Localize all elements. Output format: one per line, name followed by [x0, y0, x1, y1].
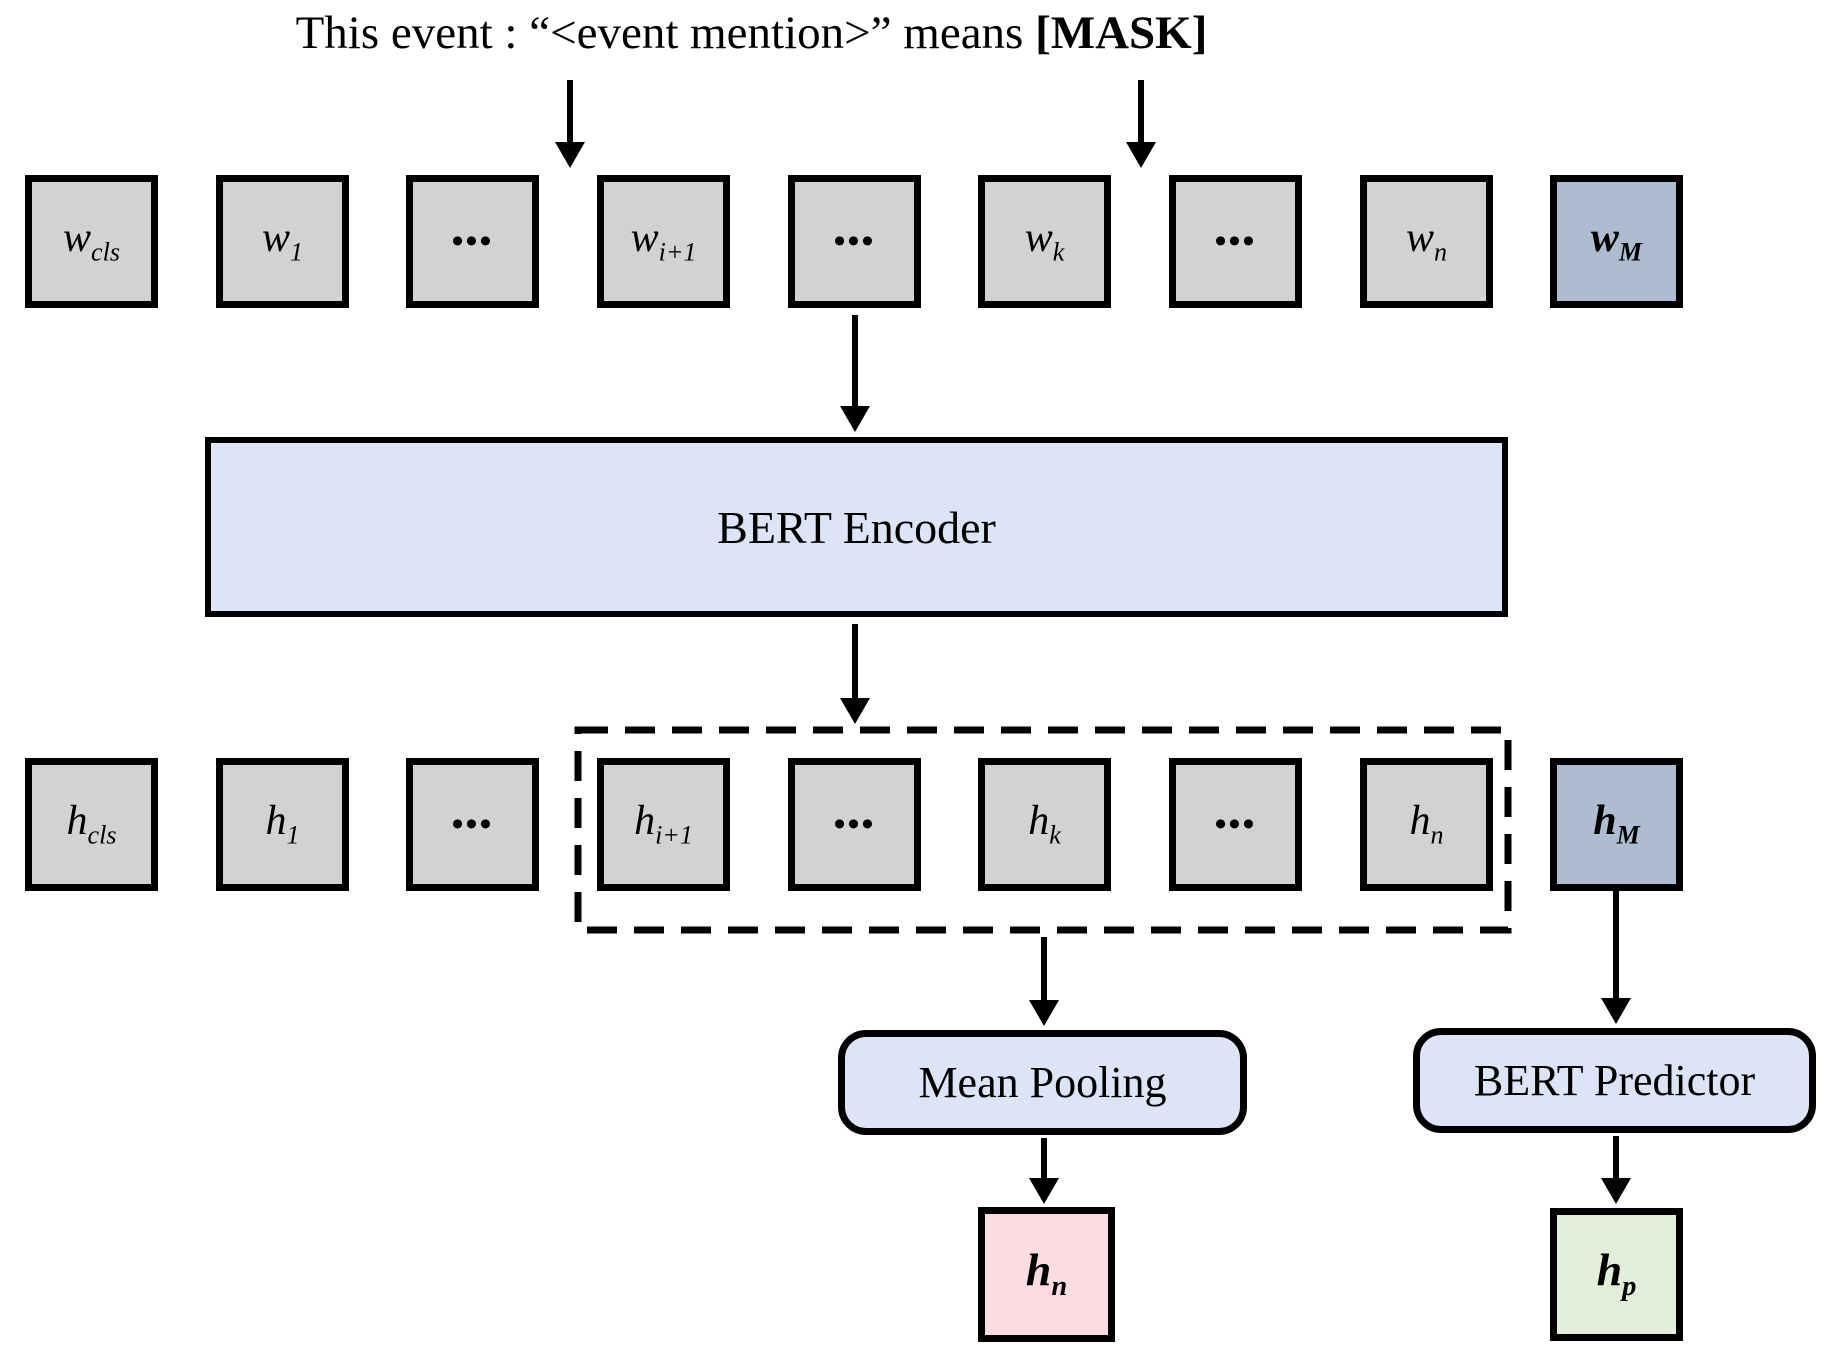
hidden-token-hi1: hi+1 [597, 758, 730, 891]
token-label: hi+1 [634, 800, 693, 848]
arrow-span-to-pooling [1029, 937, 1059, 1026]
arrow-prompt-to-mention-end [1126, 80, 1156, 168]
pooled-output-box: hn [978, 1207, 1115, 1342]
token-label: wk [1025, 217, 1065, 265]
hidden-token-h1: h1 [216, 758, 349, 891]
input-token-wi1: wi+1 [597, 175, 730, 308]
input-token-wcls: wcls [25, 175, 158, 308]
bert-encoder-box: BERT Encoder [205, 437, 1508, 617]
hidden-ellipsis-3: ••• [1169, 758, 1302, 891]
mean-pooling-box: Mean Pooling [838, 1030, 1247, 1135]
token-label: hM [1593, 800, 1640, 848]
hidden-token-hcls: hcls [25, 758, 158, 891]
token-subscript: i+1 [655, 820, 693, 850]
token-label: wi+1 [631, 217, 697, 265]
token-symbol: w [630, 215, 659, 262]
bert-encoder-label: BERT Encoder [717, 501, 996, 553]
token-subscript: i+1 [658, 237, 697, 267]
token-label: wn [1406, 217, 1447, 265]
token-label: hcls [67, 800, 117, 848]
token-label: hp [1597, 1247, 1637, 1302]
predicted-output-box: hp [1550, 1208, 1683, 1341]
arrow-prompt-to-mention-start [555, 80, 585, 168]
bert-predictor-label: BERT Predictor [1473, 1056, 1756, 1105]
token-subscript: 1 [290, 237, 304, 267]
token-symbol: w [63, 215, 92, 262]
hidden-token-hk: hk [978, 758, 1111, 891]
hidden-token-hM-mask: hM [1550, 758, 1683, 891]
input-token-w1: w1 [216, 175, 349, 308]
input-token-wM-mask: wM [1550, 175, 1683, 308]
token-symbol: h [66, 798, 88, 845]
hidden-ellipsis-2: ••• [788, 758, 921, 891]
token-subscript: n [1430, 820, 1444, 850]
token-symbol: h [1028, 798, 1050, 845]
token-label: hn [1409, 800, 1443, 848]
ellipsis-dots: ••• [1214, 805, 1257, 843]
token-label: wcls [63, 217, 120, 265]
arrow-predictor-to-output [1601, 1136, 1631, 1204]
token-symbol: w [1590, 215, 1619, 262]
token-subscript: n [1051, 1271, 1068, 1303]
token-label: hk [1028, 800, 1061, 848]
ellipsis-dots: ••• [451, 222, 494, 260]
arrow-pooling-to-output [1029, 1138, 1059, 1204]
token-subscript: cls [87, 820, 117, 850]
token-subscript: k [1052, 237, 1065, 267]
token-symbol: w [261, 215, 290, 262]
token-symbol: h [1025, 1244, 1052, 1296]
token-subscript: M [1616, 820, 1640, 850]
prompt-text: This event : “<event mention>” means [295, 7, 1036, 59]
token-subscript: k [1049, 820, 1061, 850]
token-label: w1 [262, 217, 303, 265]
token-symbol: w [1024, 215, 1053, 262]
input-ellipsis-3: ••• [1169, 175, 1302, 308]
ellipsis-dots: ••• [833, 805, 876, 843]
input-token-wn: wn [1360, 175, 1493, 308]
arrow-encoder-to-hidden [840, 624, 870, 724]
arrow-hM-to-predictor [1601, 891, 1631, 1024]
ellipsis-dots: ••• [833, 222, 876, 260]
token-symbol: w [1405, 215, 1434, 262]
token-subscript: cls [91, 237, 120, 267]
token-subscript: 1 [286, 820, 300, 850]
mask-token-text: [MASK] [1035, 7, 1208, 59]
token-subscript: M [1618, 237, 1643, 267]
token-symbol: h [1596, 1244, 1623, 1296]
token-symbol: h [265, 798, 287, 845]
hidden-ellipsis-1: ••• [406, 758, 539, 891]
token-subscript: n [1434, 237, 1448, 267]
token-symbol: h [634, 798, 656, 845]
token-label: wM [1591, 217, 1642, 265]
input-ellipsis-2: ••• [788, 175, 921, 308]
token-label: h1 [265, 800, 299, 848]
arrow-tokens-to-encoder [840, 315, 870, 432]
token-symbol: h [1409, 798, 1431, 845]
token-subscript: p [1622, 1271, 1637, 1303]
token-label: hn [1026, 1247, 1067, 1302]
mean-pooling-label: Mean Pooling [918, 1058, 1167, 1107]
ellipsis-dots: ••• [451, 805, 494, 843]
hidden-token-hn: hn [1360, 758, 1493, 891]
bert-predictor-box: BERT Predictor [1413, 1028, 1816, 1133]
input-token-wk: wk [978, 175, 1111, 308]
token-symbol: h [1593, 798, 1617, 845]
prompt-title: This event : “<event mention>” means [MA… [0, 6, 1503, 60]
ellipsis-dots: ••• [1214, 222, 1257, 260]
input-ellipsis-1: ••• [406, 175, 539, 308]
